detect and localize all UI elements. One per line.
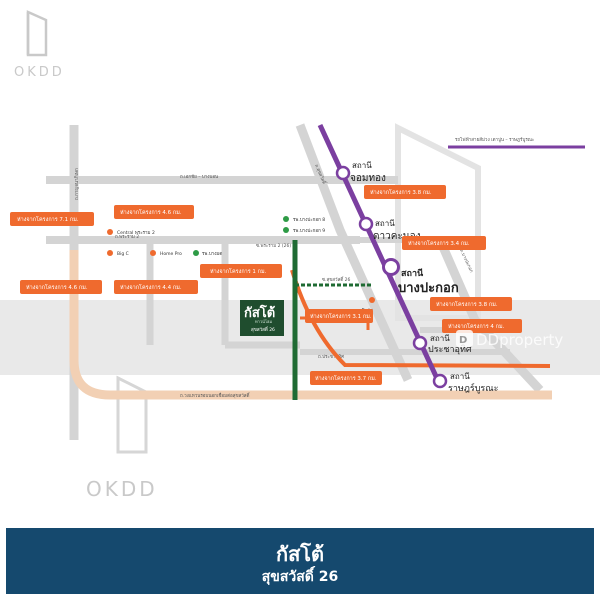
station-dao-khanong: สถานี ดาวคะนอง	[358, 216, 421, 242]
station-name: บางปะกอก	[398, 281, 459, 296]
project-sub: ทาวน์โฮม	[255, 319, 272, 324]
poi-bangmod-hospital: รพ.บางมด	[193, 250, 222, 257]
svg-text:D: D	[459, 335, 467, 346]
callout-distance-7: ห่างจากโครงการ 3.4 กม.	[402, 236, 486, 250]
svg-text:ห่างจากโครงการ 3.4 กม.: ห่างจากโครงการ 3.4 กม.	[408, 239, 470, 247]
road-label-rama2: ถ.พระราม 2	[115, 234, 139, 240]
svg-text:ห่างจากโครงการ 3.8 กม.: ห่างจากโครงการ 3.8 กม.	[436, 300, 498, 308]
station-pre: สถานี	[430, 334, 450, 343]
road-label-ekachai: ถ.เอกชัย – บางบอน	[180, 174, 218, 180]
callout-distance-5: ห่างจากโครงการ 1 กม.	[200, 264, 282, 278]
svg-text:ห่างจากโครงการ 4.6 กม.: ห่างจากโครงการ 4.6 กม.	[120, 208, 182, 216]
poi-label: รพ.บางมด	[202, 251, 222, 257]
poi-hospital-8: รพ.บางปะกอก 8	[283, 216, 325, 223]
station-rat-burana: สถานี ราษฎร์บูรณะ	[432, 372, 499, 394]
watermark-band	[0, 300, 600, 375]
project-area: สุขสวัสดิ์ 26	[251, 325, 275, 333]
title-banner: กัสโต้ สุขสวัสดิ์ 26	[6, 528, 594, 594]
station-pracha-uthit: สถานี ประชาอุทิศ	[412, 334, 472, 355]
banner-title: กัสโต้	[275, 542, 325, 566]
road-label-kanchana: ถ.กาญจนาภิเษก	[74, 168, 80, 200]
callout-distance-6: ห่างจากโครงการ 3.8 กม.	[364, 185, 446, 199]
poi-label: รพ.บางปะกอก 9	[293, 228, 325, 234]
road-label-pracha-uthit: ถ.ประชาอุทิศ	[318, 354, 344, 360]
callout-distance-9: ห่างจากโครงการ 3.8 กม.	[430, 297, 512, 311]
okdd-logo-top: OKDD	[14, 10, 65, 80]
svg-text:ห่างจากโครงการ 4.4 กม.: ห่างจากโครงการ 4.4 กม.	[120, 283, 182, 291]
legend-label: รถไฟฟ้าสายสีม่วง เตาปูน – ราษฎร์บูรณะ	[455, 136, 534, 143]
svg-text:ห่างจากโครงการ 1 กม.: ห่างจากโครงการ 1 กม.	[210, 267, 267, 275]
road-label-soi26: ซ.สุขสวัสดิ์ 26	[322, 275, 351, 283]
ddproperty-text: DDproperty	[476, 331, 563, 349]
station-name: ราษฎร์บูรณะ	[448, 382, 499, 394]
station-name: จอมทอง	[350, 173, 386, 184]
poi-label: Central พระราม 2	[117, 230, 155, 236]
station-pre: สถานี	[401, 268, 424, 279]
station-chom-thong: สถานี จอมทอง	[335, 161, 386, 184]
bypass-road	[69, 250, 552, 400]
road-label-bypass: ถ.วงแหวนรอบนอกเชื่อมต่อสุขสวัสดิ์	[180, 391, 251, 399]
callout-distance-8: ห่างจากโครงการ 3.1 กม.	[305, 309, 373, 323]
svg-text:ห่างจากโครงการ 3.1 กม.: ห่างจากโครงการ 3.1 กม.	[310, 312, 372, 320]
station-name: ดาวคะนอง	[373, 231, 421, 242]
station-bang-pakok: สถานี บางปะกอก	[382, 258, 459, 296]
station-pre: สถานี	[375, 219, 395, 228]
svg-text:ห่างจากโครงการ 4.6 กม.: ห่างจากโครงการ 4.6 กม.	[26, 283, 88, 291]
callout-distance-11: ห่างจากโครงการ 3.7 กม.	[310, 371, 382, 385]
callout-distance-2: ห่างจากโครงการ 4.6 กม.	[114, 205, 194, 219]
svg-text:ห่างจากโครงการ 3.7 กม.: ห่างจากโครงการ 3.7 กม.	[315, 374, 377, 382]
callout-distance-4: ห่างจากโครงการ 4.4 กม.	[114, 280, 198, 294]
okdd-text-bottom: OKDD	[86, 477, 158, 501]
callout-distance-10: ห่างจากโครงการ 4 กม.	[442, 319, 522, 333]
project-name: กัสโต้	[244, 304, 275, 321]
poi-central: Central พระราม 2	[107, 229, 155, 236]
okdd-logo-bottom: OKDD	[86, 375, 158, 501]
legend: รถไฟฟ้าสายสีม่วง เตาปูน – ราษฎร์บูรณะ	[448, 136, 585, 149]
poi-hospital-9: รพ.บางปะกอก 9	[283, 227, 325, 234]
svg-text:ห่างจากโครงการ 3.8 กม.: ห่างจากโครงการ 3.8 กม.	[370, 188, 432, 196]
station-pre: สถานี	[352, 161, 372, 170]
project-marker: กัสโต้ ทาวน์โฮม สุขสวัสดิ์ 26	[240, 300, 284, 336]
road-label-rama2-26: ซ.พระราม 2 (26)	[256, 243, 291, 249]
poi-home-pro: Home Pro	[150, 250, 182, 257]
ddproperty-watermark: D DDproperty	[456, 330, 563, 349]
okdd-text-top: OKDD	[14, 65, 65, 80]
poi-label: รพ.บางปะกอก 8	[293, 217, 325, 223]
poi-big-c: Big C	[107, 250, 129, 257]
poi-label: Home Pro	[160, 251, 182, 257]
callout-distance-3: ห่างจากโครงการ 4.6 กม.	[20, 280, 102, 294]
station-name: ประชาอุทิศ	[428, 344, 472, 355]
callout-distance-1: ห่างจากโครงการ 7.1 กม.	[10, 212, 94, 226]
banner-subtitle: สุขสวัสดิ์ 26	[261, 569, 339, 585]
svg-text:ห่างจากโครงการ 4 กม.: ห่างจากโครงการ 4 กม.	[448, 322, 505, 330]
poi-label: Big C	[117, 251, 129, 257]
svg-text:ห่างจากโครงการ 7.1 กม.: ห่างจากโครงการ 7.1 กม.	[17, 215, 79, 223]
road-label-bang-pakok: ถ.บางปะกอก	[458, 248, 474, 274]
station-pre: สถานี	[450, 372, 470, 381]
